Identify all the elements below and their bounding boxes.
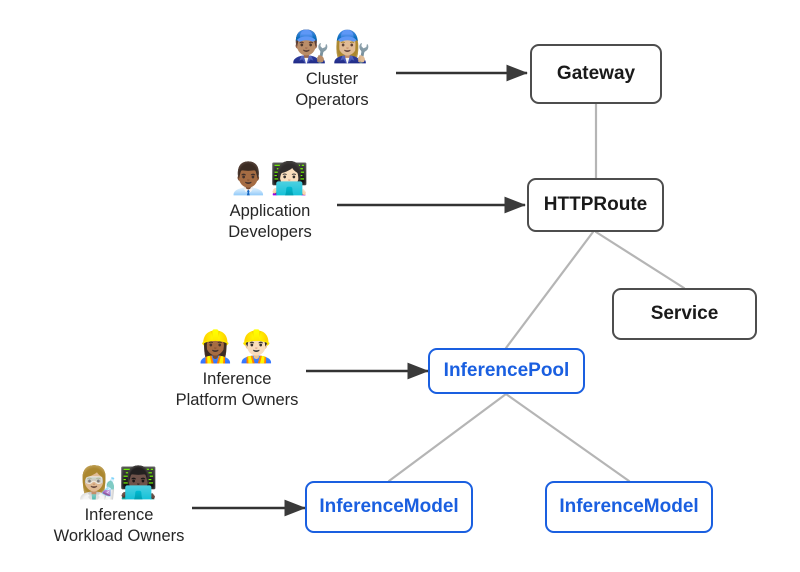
node-inferencemodel-left-label: InferenceModel [319, 496, 459, 518]
persona-inference-workload-owners: 👩🏼‍🔬👨🏿‍💻 Inference Workload Owners [46, 468, 192, 546]
edge-inferencepool-inferencemodel-right [504, 392, 631, 483]
inference-workload-owners-icons: 👩🏼‍🔬👨🏿‍💻 [78, 465, 160, 501]
node-inferencepool[interactable]: InferencePool [428, 348, 585, 394]
node-gateway[interactable]: Gateway [530, 44, 662, 104]
edge-inferencepool-inferencemodel-left [387, 392, 508, 483]
inference-platform-owners-label: Inference Platform Owners [175, 370, 299, 409]
node-httproute-label: HTTPRoute [543, 194, 648, 216]
node-inferencemodel-right[interactable]: InferenceModel [545, 481, 713, 533]
inference-platform-owners-icons: 👷🏾‍♀️👷🏻‍♂️ [196, 329, 278, 365]
node-inferencemodel-left[interactable]: InferenceModel [305, 481, 473, 533]
persona-application-developers: 👨🏾‍💼👩🏻‍💻 Application Developers [206, 164, 334, 242]
node-service[interactable]: Service [612, 288, 757, 340]
persona-cluster-operators: 👨🏽‍🔧👩🏼‍🔧 Cluster Operators [268, 32, 396, 110]
persona-inference-platform-owners: 👷🏾‍♀️👷🏻‍♂️ Inference Platform Owners [166, 332, 308, 410]
node-inferencepool-label: InferencePool [443, 360, 570, 382]
node-gateway-label: Gateway [556, 63, 636, 85]
cluster-operators-icons: 👨🏽‍🔧👩🏼‍🔧 [291, 29, 373, 65]
application-developers-icons: 👨🏾‍💼👩🏻‍💻 [229, 161, 311, 197]
node-inferencemodel-right-label: InferenceModel [559, 496, 699, 518]
node-httproute[interactable]: HTTPRoute [527, 178, 664, 232]
cluster-operators-label: Cluster Operators [295, 70, 369, 109]
inference-workload-owners-label: Inference Workload Owners [53, 506, 185, 545]
node-service-label: Service [650, 303, 719, 325]
edge-httproute-inferencepool [504, 230, 595, 350]
application-developers-label: Application Developers [228, 202, 312, 241]
edge-httproute-service [594, 230, 686, 290]
